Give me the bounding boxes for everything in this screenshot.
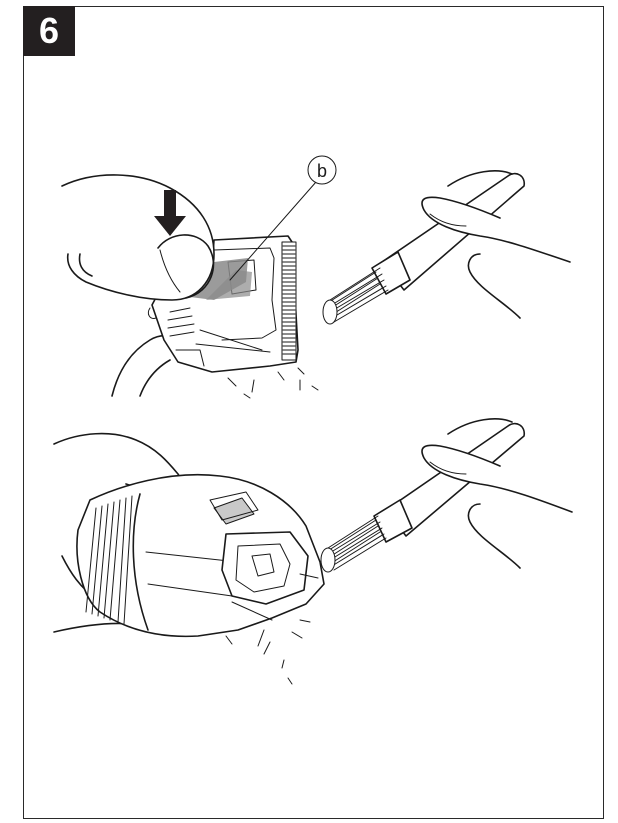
clipper-body xyxy=(77,475,324,637)
cleaning-brush-bottom xyxy=(321,424,524,572)
